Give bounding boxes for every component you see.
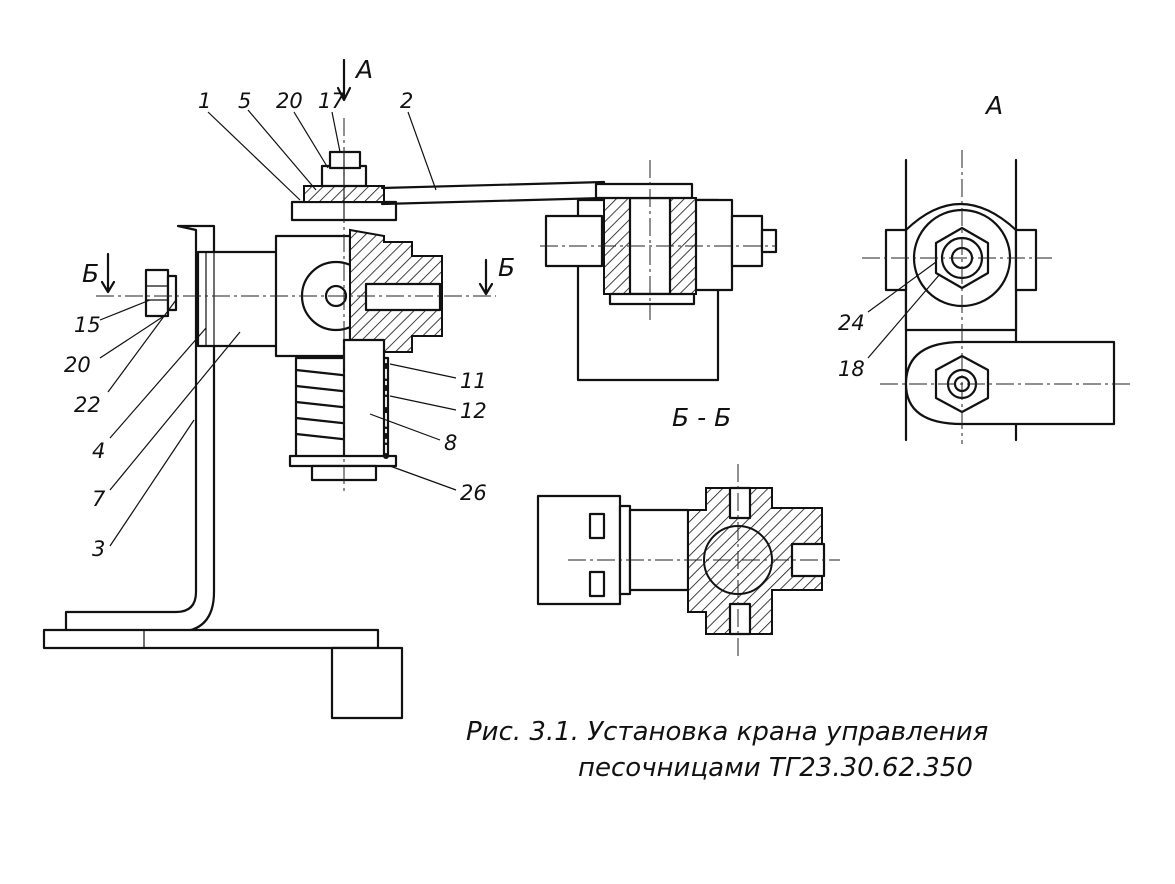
callout-17: 17 [318, 89, 345, 113]
body-housing [196, 250, 280, 348]
spring-12 [294, 368, 390, 446]
callout-8: 8 [444, 431, 457, 455]
callout-4: 4 [92, 439, 105, 463]
callout-18: 18 [838, 357, 865, 381]
section-mark-right: Б [498, 253, 515, 282]
lever-end-view [540, 160, 778, 382]
section-b-b: Б - Б [536, 403, 840, 660]
main-assembly-view: Б Б А 1 5 20 17 2 15 20 [42, 55, 606, 720]
base-plate [42, 628, 380, 650]
view-a-arrow-label: А [354, 55, 373, 84]
callout-20-left: 20 [64, 353, 91, 377]
caption-line-1: Рис. 3.1. Установка крана управления [466, 717, 988, 747]
callout-22: 22 [74, 393, 101, 417]
callout-7: 7 [92, 487, 106, 511]
section-mark-left: Б [82, 259, 99, 288]
caption-line-2: песочницами ТГ23.30.62.350 [578, 753, 973, 783]
callout-2: 2 [400, 89, 413, 113]
callout-20-top: 20 [276, 89, 303, 113]
view-a: А 24 18 [838, 91, 1130, 444]
callout-26: 26 [460, 481, 487, 505]
view-a-title: А [984, 91, 1003, 120]
section-b-b-title: Б - Б [672, 403, 731, 432]
callout-1: 1 [198, 89, 211, 113]
callout-12: 12 [460, 399, 487, 423]
plunger-8 [342, 338, 386, 466]
callout-24: 24 [838, 311, 865, 335]
support-block [330, 646, 404, 720]
bolt-15 [144, 268, 170, 318]
lever-2 [380, 180, 606, 206]
callout-15: 15 [74, 313, 101, 337]
callout-5: 5 [238, 89, 251, 113]
callout-3: 3 [92, 537, 105, 561]
callout-11: 11 [460, 369, 487, 393]
